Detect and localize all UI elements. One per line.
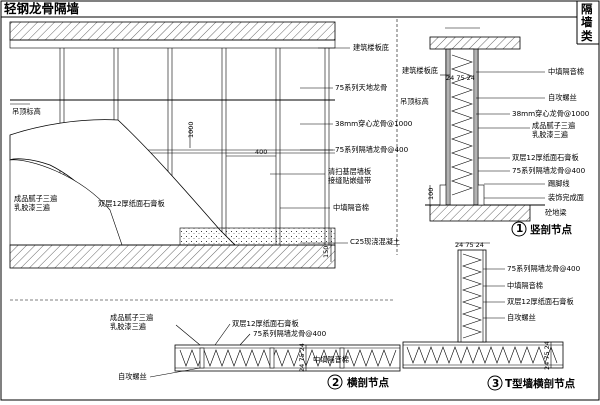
ts-branch-insulation	[462, 253, 482, 339]
caption-2: 2 横剖节点	[327, 374, 389, 390]
hs-label-gypsum: 双层12厚纸面石膏板	[232, 319, 299, 328]
vs-label-top-slab: 建筑楼板底	[402, 66, 438, 75]
ts-label-gypsum: 双层12厚纸面石膏板	[507, 297, 574, 306]
hs-label-putty: 成品腻子三遍 乳胶漆三遍	[110, 313, 155, 331]
floor-slab	[9, 244, 336, 269]
caption-1-circle	[511, 221, 527, 237]
dimension-1000: 1000	[187, 121, 195, 138]
t-section-labels: 75系列隔墙龙骨@400 中填隔音棉 双层12厚纸面石膏板 自攻螺丝	[483, 264, 581, 322]
ts-dimension-side: 24 75 24	[543, 341, 551, 370]
hs-wall	[174, 344, 401, 372]
vs-label-stud: 75系列隔墙龙骨@400	[512, 166, 586, 175]
caption-3-text: T型墙横剖节点	[505, 377, 576, 390]
hs-stud	[269, 347, 275, 369]
caption-1: 1 竖剖节点	[511, 221, 572, 237]
label-skirting-line1: 清扫基层墙板	[328, 167, 371, 176]
label-track: 75系列天地龙骨	[335, 83, 387, 92]
vs-label-gypsum: 双层12厚纸面石膏板	[512, 153, 579, 162]
dimension-150: 150	[322, 246, 330, 258]
label-cross-channel: 38mm穿心龙骨@1000	[335, 119, 413, 128]
category-char-1: 隔	[581, 2, 593, 16]
label-curb: C25现浇混凝土	[350, 237, 400, 246]
vs-label-insulation: 中填隔音棉	[548, 67, 584, 76]
vs-label-screw: 自攻螺丝	[548, 93, 577, 102]
category-char-2: 墙	[581, 15, 593, 29]
caption-3: 3 T型墙横剖节点	[487, 375, 576, 391]
vs-label-skirting-line: 踢脚线	[548, 179, 570, 188]
elevation-labels: 建筑楼板底 吊顶标高 75系列天地龙骨 38mm穿心龙骨@1000 75系列隔墙…	[10, 43, 413, 246]
section-insulation	[451, 54, 473, 196]
sheet-title: 轻钢龙骨隔墙	[4, 1, 80, 16]
hs-label-stud: 75系列隔墙龙骨@400	[253, 329, 327, 338]
caption-1-number: 1	[516, 223, 523, 235]
hs-insulation	[179, 349, 397, 367]
hs-label-putty-line2: 乳胶漆三遍	[110, 322, 146, 331]
ts-label-screw: 自攻螺丝	[507, 313, 536, 322]
vertical-section: 24 75 24 100	[425, 27, 545, 222]
caption-2-circle	[327, 374, 343, 390]
hs-stud	[339, 347, 345, 369]
label-skirting-line2: 接缝贴嵌缝带	[328, 176, 371, 185]
label-skirting: 清扫基层墙板 接缝贴嵌缝带	[328, 167, 373, 185]
vs-label-ceiling: 吊顶标高	[400, 97, 429, 106]
vs-label-putty-line2: 乳胶漆三遍	[532, 130, 568, 139]
vs-label-floor: 砼地梁	[545, 208, 567, 217]
section-top-slab	[429, 36, 521, 50]
dimension-top: 24 75 24	[446, 74, 475, 82]
vs-label-putty: 成品腻子三遍 乳胶漆三遍	[532, 121, 577, 139]
caption-2-number: 2	[332, 377, 339, 389]
dimension-400: 400	[255, 148, 267, 156]
category-char-3: 类	[581, 29, 593, 43]
putty-cutaway	[9, 159, 123, 246]
label-putty-line2: 乳胶漆三遍	[14, 203, 50, 212]
category-tag: 隔 墙 类	[581, 2, 593, 43]
ts-main-insulation	[406, 346, 558, 364]
hs-label-screw: 自攻螺丝	[118, 372, 147, 381]
hs-label-insulation: 中填隔音棉	[313, 355, 349, 364]
horizontal-section-labels: 成品腻子三遍 乳胶漆三遍 双层12厚纸面石膏板 75系列隔墙龙骨@400 中填隔…	[110, 313, 349, 381]
concrete-curb	[179, 227, 336, 246]
ceiling-slab	[9, 21, 336, 41]
caption-1-text: 竖剖节点	[530, 223, 572, 236]
label-putty: 成品腻子三遍 乳胶漆三遍	[14, 194, 59, 212]
section-floor	[429, 204, 531, 222]
caption-3-circle	[487, 375, 503, 391]
ts-main-wall	[402, 341, 564, 369]
hs-dimension: 24 75 24	[298, 343, 306, 372]
label-stud: 75系列隔墙龙骨@400	[335, 145, 409, 154]
hs-label-putty-line1: 成品腻子三遍	[110, 313, 153, 322]
vs-label-cross-channel: 38mm穿心龙骨@1000	[512, 109, 590, 118]
label-insulation: 中填隔音棉	[333, 203, 369, 212]
caption-2-text: 横剖节点	[347, 376, 389, 389]
ts-dimension-top: 24 75 24	[455, 241, 484, 249]
ts-label-stud: 75系列隔墙龙骨@400	[507, 264, 581, 273]
ts-label-insulation: 中填隔音棉	[507, 281, 543, 290]
hs-stud	[199, 347, 205, 369]
wall-elevation: 1000 400 150	[9, 21, 336, 269]
vs-label-putty-line1: 成品腻子三遍	[532, 121, 575, 130]
label-putty-line1: 成品腻子三遍	[14, 194, 57, 203]
vs-label-finish: 装饰完成面	[548, 193, 584, 202]
dimension-bottom: 100	[427, 188, 435, 200]
label-top-slab: 建筑楼板底	[353, 43, 389, 52]
t-section: 24 75 24 24 75 24	[402, 241, 564, 370]
skirting-right	[477, 184, 485, 206]
vertical-section-labels: 建筑楼板底 吊顶标高 中填隔音棉 自攻螺丝 38mm穿心龙骨@1000 成品腻子…	[400, 66, 590, 217]
caption-3-number: 3	[492, 378, 499, 390]
label-gypsum: 双层12厚纸面石膏板	[98, 199, 165, 208]
skirting-left	[439, 184, 447, 206]
label-ceiling-height: 吊顶标高	[12, 107, 41, 116]
horizontal-section: 24 75 24	[174, 343, 401, 372]
top-track	[9, 39, 336, 49]
